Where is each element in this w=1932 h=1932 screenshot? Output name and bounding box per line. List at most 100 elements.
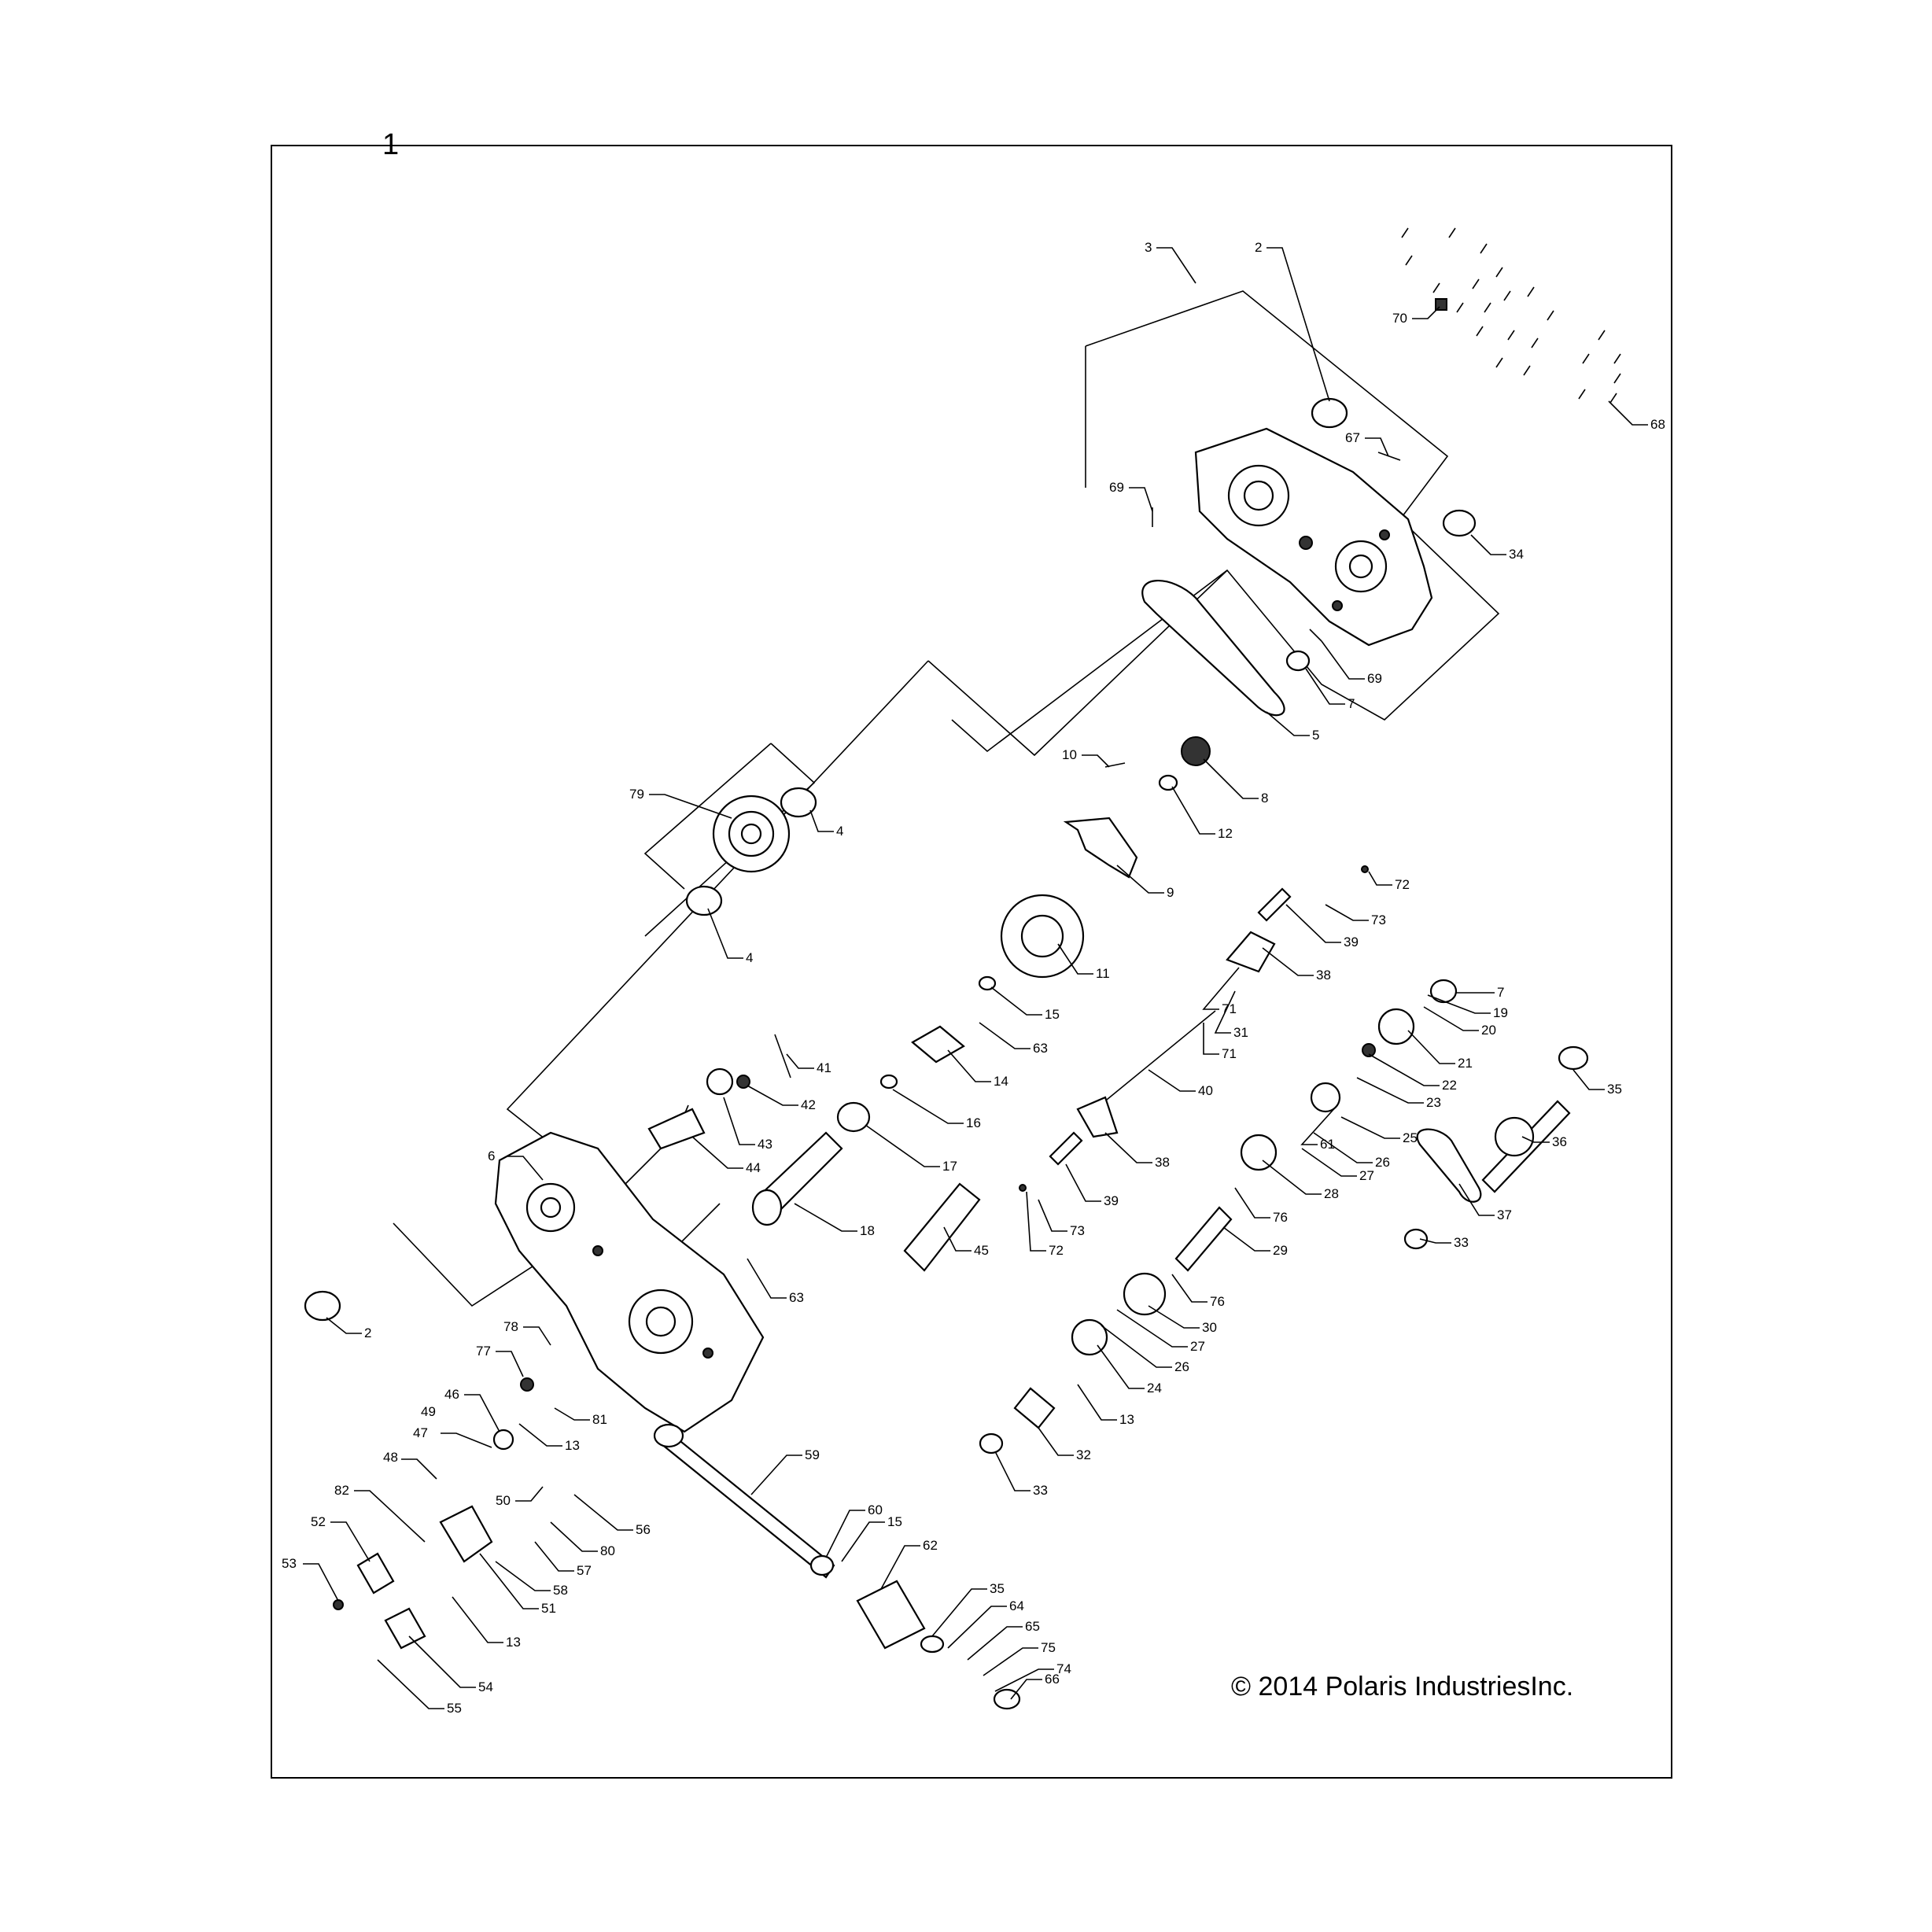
idler-gear-79 — [712, 795, 791, 873]
callout-72-b: 72 — [1049, 1243, 1064, 1258]
callout-2-b: 2 — [364, 1325, 371, 1340]
shift-fork-38-lower — [1076, 1096, 1119, 1138]
callout-15-b: 15 — [887, 1514, 902, 1529]
callout-58: 58 — [553, 1583, 568, 1598]
shift-drum-45 — [903, 1182, 981, 1272]
callout-13-c: 13 — [506, 1635, 521, 1650]
bearing-33-right — [1403, 1228, 1429, 1250]
copyright-notice: © 2014 Polaris IndustriesInc. — [1231, 1672, 1573, 1702]
screen-52 — [356, 1552, 395, 1595]
bearing-4-lower — [685, 885, 723, 916]
bolt-41 — [774, 1034, 791, 1078]
callout-22: 22 — [1442, 1078, 1457, 1093]
bracket-main-case-2 — [506, 660, 929, 1185]
callout-43: 43 — [758, 1137, 772, 1152]
callout-54: 54 — [478, 1679, 493, 1694]
callout-11: 11 — [1096, 966, 1110, 981]
callout-9: 9 — [1167, 885, 1174, 900]
callout-5: 5 — [1312, 728, 1319, 743]
bearing-33-lower — [979, 1432, 1004, 1455]
callout-65: 65 — [1025, 1619, 1040, 1634]
gear-77 — [520, 1377, 534, 1392]
callout-49: 49 — [421, 1404, 436, 1419]
callout-73-b: 73 — [1070, 1223, 1085, 1238]
callout-8: 8 — [1261, 791, 1268, 806]
oil-seal-34 — [1442, 509, 1477, 537]
nut-42 — [736, 1075, 750, 1089]
oil-seal-2-upper — [1311, 397, 1348, 429]
callout-19: 19 — [1493, 1005, 1508, 1020]
callout-38: 38 — [1316, 968, 1331, 983]
callout-3: 3 — [1145, 240, 1152, 255]
callout-70: 70 — [1392, 311, 1407, 326]
callout-leaders — [303, 247, 1648, 1709]
shift-fork-9 — [1063, 817, 1138, 879]
callout-47: 47 — [413, 1425, 428, 1440]
coupler-62 — [856, 1580, 926, 1650]
callout-63-b: 63 — [789, 1290, 804, 1305]
callout-55: 55 — [447, 1701, 462, 1716]
callout-14: 14 — [994, 1074, 1008, 1089]
shift-rail-40 — [1085, 1010, 1216, 1118]
case-half-bracket — [951, 290, 1500, 753]
main-case-half-6 — [494, 1131, 765, 1433]
bushing-7-upper — [1285, 650, 1311, 672]
callout-12: 12 — [1218, 826, 1233, 841]
callout-31: 31 — [1233, 1025, 1248, 1040]
bearing-35-upper — [1558, 1045, 1589, 1071]
callout-25: 25 — [1403, 1130, 1418, 1145]
callout-2: 2 — [1255, 240, 1262, 255]
callout-21: 21 — [1458, 1056, 1473, 1071]
gear-61 — [1310, 1082, 1341, 1113]
callout-35-b: 35 — [990, 1581, 1005, 1596]
callout-10: 10 — [1062, 747, 1077, 762]
drawing-frame — [271, 145, 1672, 1779]
pin-67 — [1377, 452, 1401, 461]
callout-71: 71 — [1222, 1001, 1237, 1016]
callout-76-b: 76 — [1210, 1294, 1225, 1309]
washer-15-upper — [978, 975, 997, 991]
callout-69: 69 — [1109, 480, 1124, 495]
callout-33-b: 33 — [1033, 1483, 1048, 1498]
gear-22 — [1362, 1043, 1376, 1057]
callout-63: 63 — [1033, 1041, 1048, 1056]
callout-73: 73 — [1371, 913, 1386, 927]
bracket-plate-14 — [911, 1025, 965, 1064]
bearing-4-upper — [780, 787, 817, 818]
callout-27: 27 — [1359, 1168, 1374, 1183]
callout-13: 13 — [565, 1438, 580, 1453]
callout-13-b: 13 — [1119, 1412, 1134, 1427]
callout-81: 81 — [592, 1412, 607, 1427]
callout-34: 34 — [1509, 547, 1524, 562]
callout-72: 72 — [1395, 877, 1410, 892]
detent-ball-72-upper — [1361, 865, 1369, 873]
gear-8 — [1181, 736, 1211, 766]
callout-26: 26 — [1375, 1155, 1390, 1170]
nut-53 — [333, 1599, 344, 1610]
callout-38-b: 38 — [1155, 1155, 1170, 1170]
bracket-79-left — [643, 743, 772, 890]
cover-54 — [384, 1607, 426, 1650]
callout-6: 6 — [488, 1149, 495, 1163]
spring-39-upper — [1257, 887, 1292, 922]
upper-case-half — [1194, 427, 1433, 647]
callout-77: 77 — [476, 1344, 491, 1359]
callout-40: 40 — [1198, 1083, 1213, 1098]
callout-79: 79 — [629, 787, 644, 802]
snap-ring-12 — [1158, 774, 1178, 791]
callout-39-b: 39 — [1104, 1193, 1119, 1208]
callout-64: 64 — [1009, 1598, 1024, 1613]
callout-68: 68 — [1650, 417, 1665, 432]
callout-17: 17 — [942, 1159, 957, 1174]
callout-59: 59 — [805, 1447, 820, 1462]
pump-housing-51 — [439, 1505, 493, 1563]
callout-35: 35 — [1607, 1082, 1622, 1097]
gear-36 — [1494, 1116, 1535, 1157]
callout-46: 46 — [444, 1387, 459, 1402]
callout-44: 44 — [746, 1160, 761, 1175]
callout-26-b: 26 — [1174, 1359, 1189, 1374]
gear-21 — [1377, 1008, 1415, 1045]
callout-37: 37 — [1497, 1208, 1512, 1222]
callout-48: 48 — [383, 1450, 398, 1465]
